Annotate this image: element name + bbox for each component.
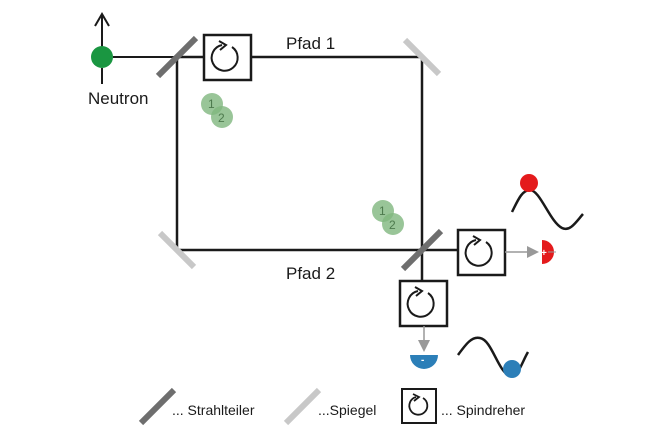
legend-mirror-symbol — [283, 387, 322, 426]
circular-arrow-icon — [464, 235, 493, 267]
path2-label: Pfad 2 — [286, 264, 335, 283]
neutron-label: Neutron — [88, 89, 148, 108]
detector-minus: - — [410, 355, 438, 369]
legend-beamsplitter-label: ... Strahlteiler — [172, 402, 255, 418]
neutron-source — [91, 12, 113, 84]
detector-plus: + — [541, 240, 556, 264]
mirror-bottom-left — [157, 230, 197, 270]
legend-spinrotator-symbol — [401, 388, 437, 424]
marker-pair-upper: 1 2 — [201, 93, 233, 128]
spinrotator-path1 — [202, 33, 253, 82]
marker-pair-lower: 1 2 — [372, 200, 404, 235]
red-ball — [520, 174, 538, 192]
legend-spinrotator-label: ... Spindreher — [441, 402, 525, 418]
marker-upper-2: 2 — [218, 111, 225, 125]
detector-plus-sign: + — [541, 248, 547, 259]
marker-lower-2: 2 — [389, 218, 396, 232]
wave-blue — [456, 336, 530, 378]
spinrotator-exit-down — [398, 279, 449, 328]
legend-beamsplitter-symbol — [138, 387, 177, 426]
legend: ... Strahlteiler ...Spiegel ... Spindreh… — [138, 387, 525, 426]
wave-red — [510, 174, 584, 231]
circular-arrow-icon — [406, 286, 435, 318]
beamsplitter-entry — [155, 35, 199, 79]
blue-ball — [503, 360, 521, 378]
path1-label: Pfad 1 — [286, 34, 335, 53]
mirror-top-right — [402, 37, 442, 77]
spinrotator-exit-right — [456, 228, 507, 277]
circular-arrow-icon — [210, 40, 239, 72]
beamsplitter-exit — [400, 228, 444, 272]
detector-minus-sign: - — [421, 355, 424, 366]
circular-arrow-icon — [408, 393, 429, 416]
neutron-dot — [91, 46, 113, 68]
marker-lower-1: 1 — [379, 204, 386, 218]
legend-mirror-label: ...Spiegel — [318, 402, 376, 418]
marker-upper-1: 1 — [208, 97, 215, 111]
interferometer-paths — [175, 55, 458, 281]
